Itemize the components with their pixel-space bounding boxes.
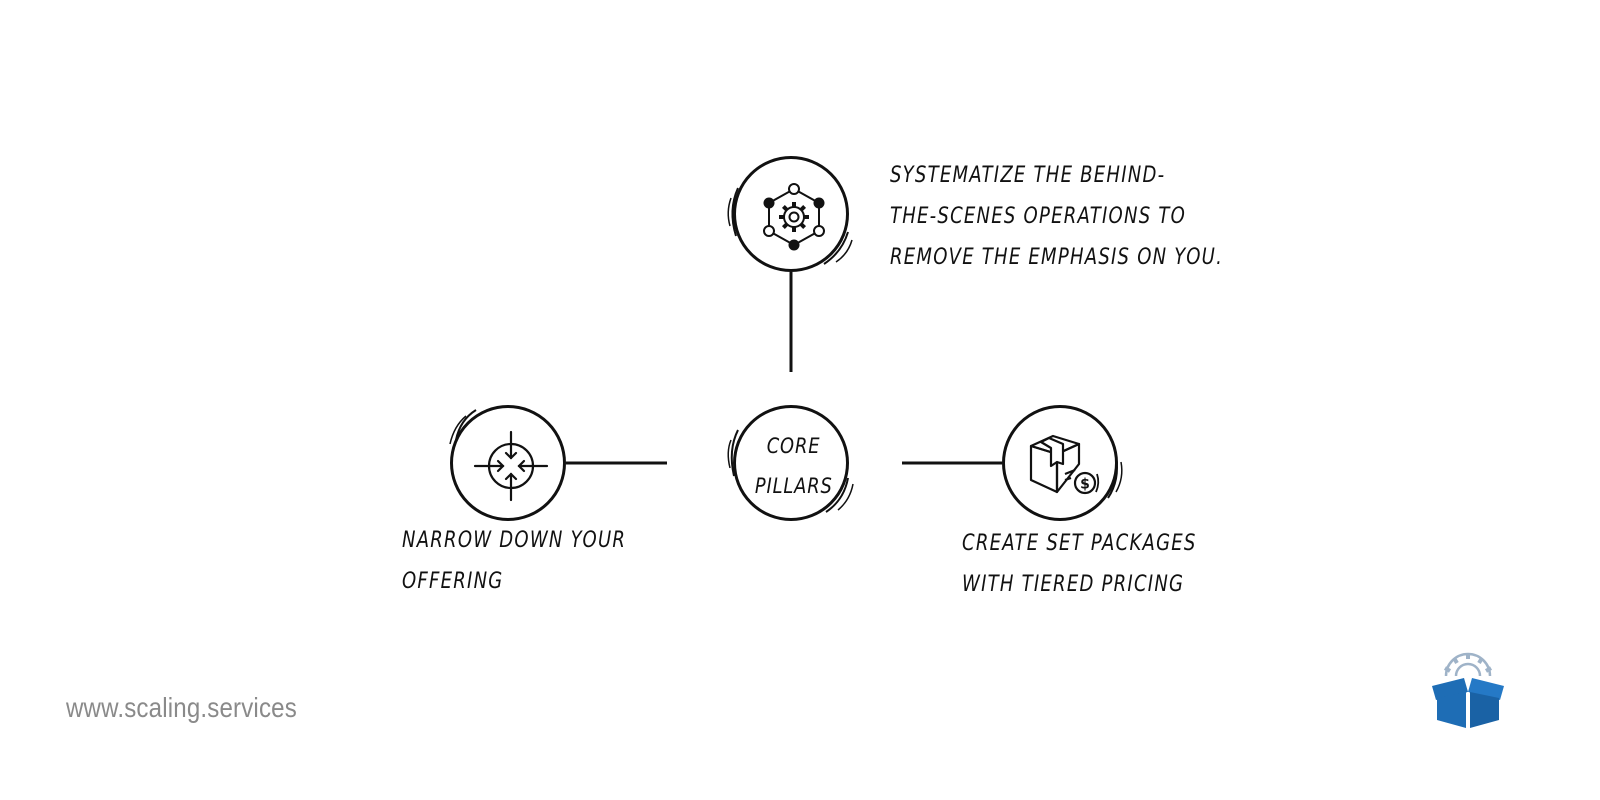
node-narrow (450, 405, 566, 521)
label-packages-line: Create set packages (962, 531, 1197, 556)
svg-text:$: $ (1080, 477, 1090, 493)
label-systematize-line: Systematize the behind- (890, 163, 1166, 188)
label-systematize: Systematize the behind- the-scenes opera… (890, 155, 1223, 278)
label-systematize-line: remove the emphasis on you. (890, 245, 1224, 270)
package-dollar-icon: $ (1029, 434, 1100, 495)
label-narrow-line: offering (402, 569, 504, 594)
node-packages: $ (1002, 405, 1118, 521)
label-packages: Create set packages with tiered pricing (962, 523, 1197, 605)
core-label-line1: Core (767, 434, 821, 458)
target-arrows-icon (473, 430, 549, 502)
core-pillars-label: Core Pillars (736, 408, 852, 524)
node-core-pillars: Core Pillars (733, 405, 849, 521)
label-narrow: Narrow down your offering (402, 520, 626, 602)
label-systematize-line: the-scenes operations to (890, 204, 1187, 229)
label-packages-line: with tiered pricing (962, 572, 1185, 597)
gear-network-icon (763, 183, 825, 251)
label-narrow-line: Narrow down your (402, 528, 627, 553)
brand-logo-box-icon (1432, 652, 1504, 728)
node-systematize (733, 156, 849, 272)
website-url: www.scaling.services (66, 692, 297, 723)
core-label-line2: Pillars (755, 474, 833, 498)
